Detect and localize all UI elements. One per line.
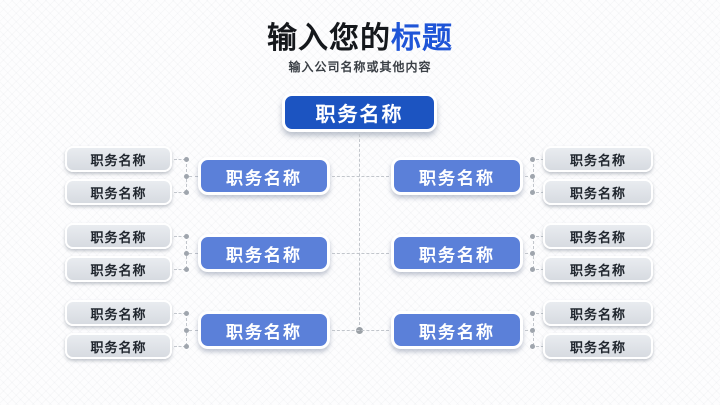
org-row-2: 职务名称 职务名称 职务名称 职务名称 职务名称 职务名称: [0, 223, 720, 287]
connector-dot: [530, 234, 535, 239]
connector-dot: [530, 174, 535, 179]
connector-line: [332, 253, 389, 254]
org-sub-node: 职务名称: [65, 146, 172, 172]
page-title: 输入您的标题: [0, 13, 720, 57]
connector-line: [536, 313, 544, 314]
connector-line: [189, 176, 198, 177]
connector-line: [332, 330, 389, 331]
connector-line: [174, 269, 186, 270]
connector-line: [174, 313, 186, 314]
connector-dot: [184, 190, 189, 195]
connector-dot: [184, 157, 189, 162]
org-manager-node: 职务名称: [198, 157, 330, 195]
org-row-1: 职务名称 职务名称 职务名称 职务名称 职务名称 职务名称: [0, 146, 720, 210]
connector-line: [332, 176, 389, 177]
org-manager-node: 职务名称: [198, 311, 330, 349]
org-sub-node: 职务名称: [65, 300, 172, 326]
org-manager-node: 职务名称: [198, 234, 330, 272]
connector-dot: [530, 190, 535, 195]
org-manager-node: 职务名称: [391, 311, 523, 349]
org-sub-node: 职务名称: [543, 333, 653, 359]
connector-line: [174, 346, 186, 347]
trunk-connector-line: [359, 134, 360, 330]
org-row-3: 职务名称 职务名称 职务名称 职务名称 职务名称 职务名称: [0, 300, 720, 364]
connector-line: [536, 236, 544, 237]
connector-dot: [184, 234, 189, 239]
org-sub-node: 职务名称: [65, 179, 172, 205]
org-sub-node: 职务名称: [543, 300, 653, 326]
org-manager-node: 职务名称: [391, 157, 523, 195]
connector-dot: [530, 251, 535, 256]
connector-dot: [530, 344, 535, 349]
connector-line: [174, 159, 186, 160]
connector-line: [525, 253, 533, 254]
page-subtitle: 输入公司名称或其他内容: [288, 60, 432, 74]
connector-line: [174, 192, 186, 193]
connector-line: [536, 159, 544, 160]
connector-line: [536, 269, 544, 270]
title-prefix: 输入您的: [267, 22, 391, 55]
connector-line: [536, 346, 544, 347]
org-sub-node: 职务名称: [65, 223, 172, 249]
connector-dot: [184, 328, 189, 333]
connector-line: [189, 330, 198, 331]
connector-dot: [184, 267, 189, 272]
connector-line: [525, 176, 533, 177]
connector-line: [189, 253, 198, 254]
org-sub-node: 职务名称: [543, 179, 653, 205]
connector-dot: [530, 157, 535, 162]
org-sub-node: 职务名称: [65, 333, 172, 359]
org-sub-node: 职务名称: [543, 256, 653, 282]
connector-dot: [184, 251, 189, 256]
org-sub-node: 职务名称: [543, 146, 653, 172]
connector-dot: [530, 328, 535, 333]
connector-line: [525, 330, 533, 331]
org-manager-node: 职务名称: [391, 234, 523, 272]
title-highlight: 标题: [391, 22, 453, 55]
connector-dot: [184, 311, 189, 316]
org-root-node: 职务名称: [282, 93, 437, 132]
connector-line: [536, 192, 544, 193]
connector-dot: [184, 174, 189, 179]
connector-line: [174, 236, 186, 237]
org-sub-node: 职务名称: [65, 256, 172, 282]
org-sub-node: 职务名称: [543, 223, 653, 249]
connector-dot: [184, 344, 189, 349]
connector-dot: [530, 311, 535, 316]
connector-dot: [530, 267, 535, 272]
